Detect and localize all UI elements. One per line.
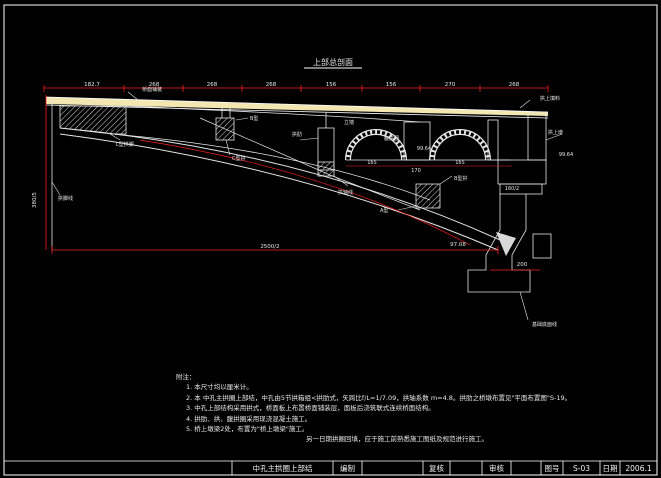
dim-top-6: 156 [386,82,397,88]
label-springing: 拱脚线 [58,195,73,202]
note-item-3: 3. 中孔上部结构采用拱式，桥面板上布置桥面铺装层，面板后浇筑联式连续桥面结构。 [186,404,435,413]
label-pier-top: 拱上墩 [548,129,563,136]
tb-date-label: 日期 [602,464,618,473]
label-left-abut: L型拱脚 [116,141,134,148]
tb-reviewer-label: 审核 [489,464,504,473]
leader-lines [51,91,563,321]
dim-170: 170 [411,168,421,174]
dim-top-3: 268 [207,82,218,88]
note-item-2: 2. 本 中孔主拱圈上部结，中孔由5节拱箱组<拱肋式，矢跨比f/L=1/7.09… [186,393,572,402]
notes-heading: 附注： [176,373,196,381]
tb-drawing-name: 中孔主拱圈上部结 [252,464,313,473]
dim-165-2: 165 [455,160,465,166]
label-mid-right: B型拱 [454,175,467,182]
spandrel-line [125,105,421,123]
dim-left-height: 380/5 [32,192,38,208]
label-b2: A型 [380,207,388,214]
dim-pier-width: 160/2 [505,186,519,192]
notes-block: 附注： 1. 本尺寸均以厘米计。 2. 本 中孔主拱圈上部结，中孔由5节拱箱组<… [176,372,616,445]
dim-top-7: 270 [445,82,456,88]
deck-bottom-line [45,104,549,119]
title-block-grid [4,460,657,475]
arch-rib-bottom [59,133,499,251]
label-deck: 桥面铺装 [142,86,162,93]
dim-top-1: 182.7 [84,82,100,88]
tb-checker-label: 复核 [429,464,444,473]
arch-upper-chord [111,133,431,201]
right-pier [467,111,552,293]
dim-top-2: 268 [149,82,160,88]
top-dimension-chain: 182.7 268 268 268 156 156 270 268 [43,82,549,92]
sheet-frame [3,4,658,476]
drawing-title: 上部总剖面 [313,57,353,67]
label-rib-left: 拱肋 [292,131,302,138]
dim-top-5: 156 [326,82,337,88]
note-item-5: 5. 桥上墩梁2处，布置为"桥上墩梁"施工。 [186,425,309,434]
tb-sheet-no: S-03 [572,464,590,473]
label-b1: B型 [250,115,258,122]
dim-span: 2500/2 [260,244,279,250]
tb-date-value: 2006.1 [625,464,652,473]
spandrel-columns [215,108,441,209]
deck-surface [46,97,548,116]
dim-lower-right: 97.08 [450,242,466,248]
label-spandrel-fill: 拱上填料 [540,95,560,102]
note-item-4: 4. 拱肋、拱、腹拱圈采用现浇混凝土施工。 [186,414,312,423]
left-abutment [59,105,127,135]
label-arch: 腹拱圈 [384,135,399,142]
dim-elev-pier: 99.64 [417,146,431,152]
dim-top-4: 268 [266,82,277,88]
spandrel-arches [345,119,510,161]
dim-top-8: 268 [509,82,520,88]
label-mid-left: 立墙 [344,119,354,126]
note-item-1: 1. 本尺寸均以厘米计。 [186,383,253,392]
dim-elev-right: 99.64 [559,152,573,158]
note-item-6: 另一日期拱圈回填，应于施工前熟悉施工图纸及规范进行施工。 [306,435,488,444]
label-c1: C型拱 [232,155,246,162]
dim-abutment-width: 200 [517,262,528,268]
arch-axis-line [139,139,471,246]
deck-top-line [45,96,549,113]
tb-designer-label: 编制 [340,464,355,473]
label-base-note: 基础底面线 [532,321,557,328]
label-axis: 拱轴线 [338,189,353,196]
tb-no-label: 图号 [544,464,560,473]
span-dimension: 2500/2 97.08 200 [51,242,540,271]
dim-165-1: 165 [367,160,377,166]
